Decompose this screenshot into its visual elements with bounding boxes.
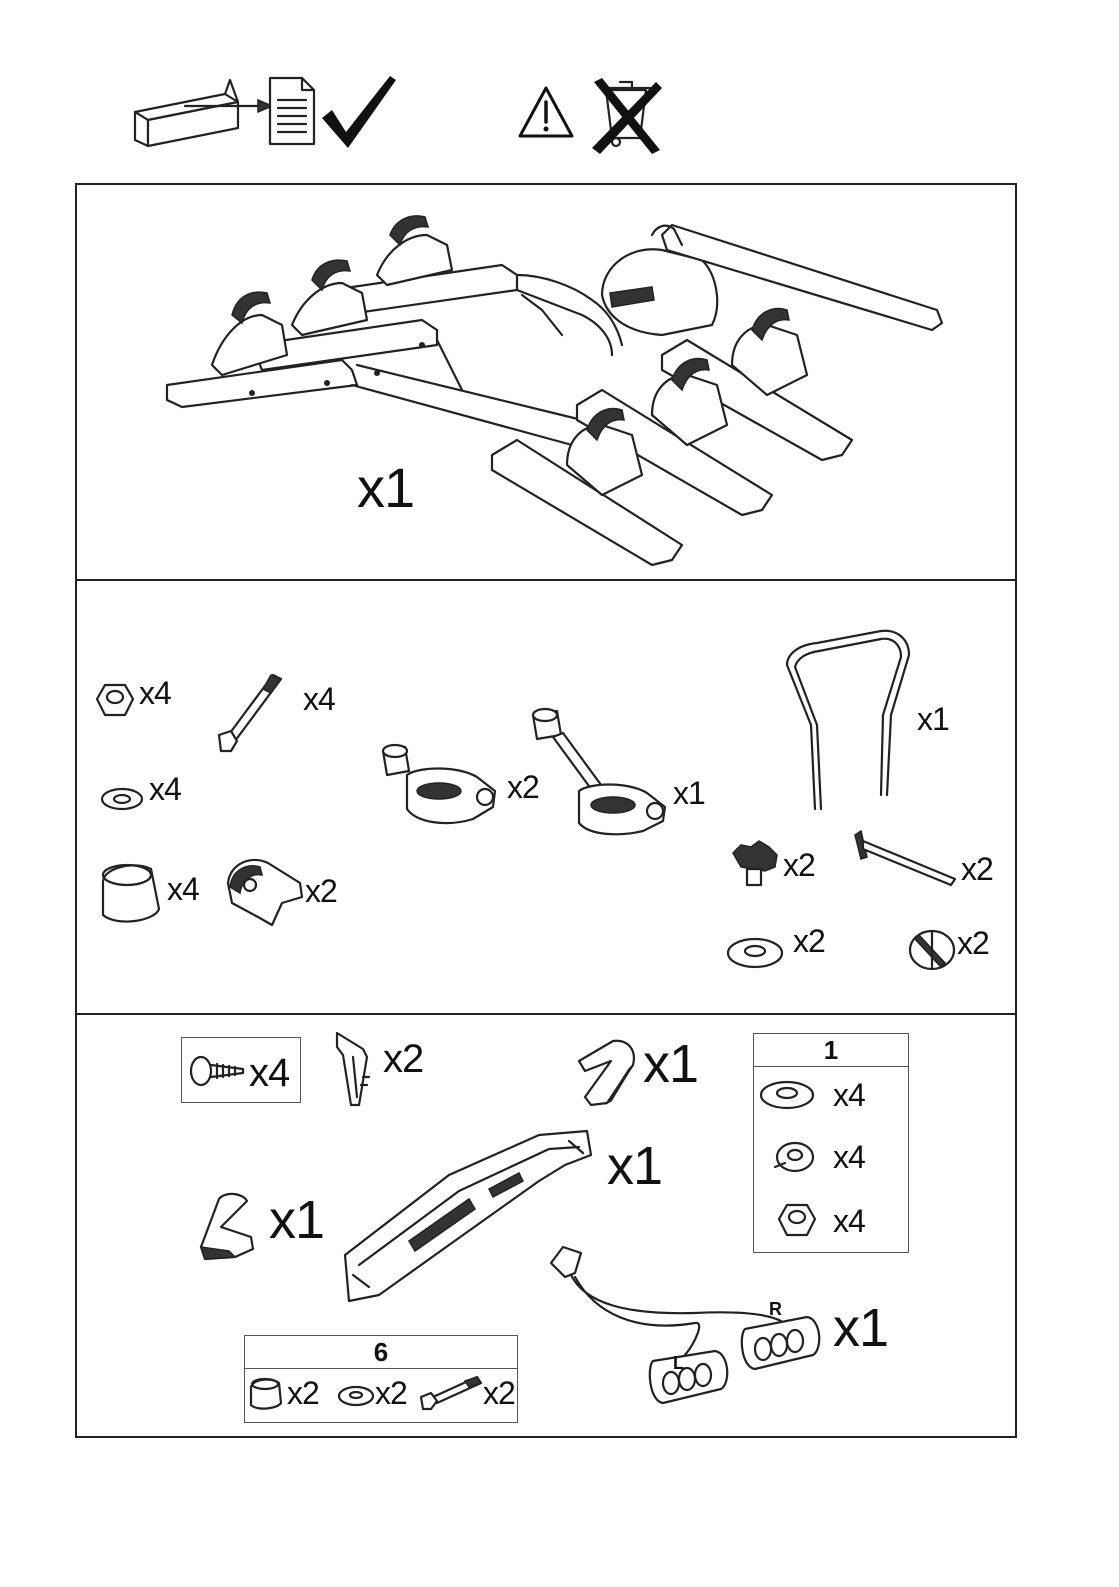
bag6-cap-quantity: x2: [287, 1377, 319, 1409]
clamp-small-quantity: x2: [305, 875, 337, 907]
wheel-clamp-icon: [222, 853, 307, 928]
panel-hardware: x4 x4 x4 x4 x2 x2 x1: [75, 579, 1017, 1015]
panel-main-rack: x1: [75, 183, 1017, 581]
box-to-document-icon: [130, 72, 320, 152]
bag6-washer-icon: [337, 1385, 375, 1407]
bag1-washer-quantity: x4: [833, 1079, 865, 1111]
parts-bag-1-title: 1: [754, 1034, 908, 1067]
screw-icon: [189, 1053, 249, 1089]
bag6-washer-quantity: x2: [375, 1377, 407, 1409]
strap-clip-left-icon: [195, 1191, 259, 1263]
panel-lights: x4 x2 x1 x1 x1 1 x4 x4 x4: [75, 1013, 1017, 1438]
checkmark-icon: [318, 72, 398, 152]
bag1-nut-icon: [777, 1201, 817, 1241]
bag1-nut-quantity: x4: [833, 1205, 865, 1237]
light-right-label: R: [769, 1299, 782, 1320]
mounting-bracket-icon: [333, 1027, 373, 1109]
bag1-spring-washer-quantity: x4: [833, 1141, 865, 1173]
frame-holder-long-arm-icon: [527, 707, 677, 837]
light-bar-quantity: x1: [607, 1139, 662, 1193]
lights-quantity: x1: [833, 1301, 888, 1355]
star-knob-icon: [727, 839, 781, 889]
nut-quantity: x4: [139, 677, 171, 709]
bag1-washer-icon: [759, 1079, 815, 1111]
parts-bag-6-title: 6: [245, 1336, 517, 1369]
bolt-quantity: x4: [303, 683, 335, 715]
bag6-bolt-quantity: x2: [483, 1377, 515, 1409]
washer-quantity: x4: [149, 773, 181, 805]
lock-cap-icon: [907, 927, 957, 973]
bike-rack-illustration: [162, 215, 962, 575]
bag1-spring-washer-icon: [771, 1137, 815, 1177]
lock-cap-quantity: x2: [957, 927, 989, 959]
cap-quantity: x4: [167, 873, 199, 905]
hoop-quantity: x1: [917, 703, 949, 735]
tilt-hoop-icon: [777, 625, 927, 815]
screw-quantity: x4: [249, 1053, 289, 1093]
flat-washer-icon: [725, 935, 785, 971]
clip-right-quantity: x1: [643, 1037, 698, 1091]
long-bolt-icon: [213, 671, 293, 756]
frame-arm-long-quantity: x1: [673, 777, 705, 809]
hex-nut-icon: [95, 681, 135, 721]
flat-washer-quantity: x2: [793, 925, 825, 957]
bag6-bolt-icon: [419, 1371, 485, 1413]
rack-quantity: x1: [357, 460, 414, 516]
light-left-label: L: [673, 1353, 684, 1374]
rear-lights-harness-icon: [545, 1243, 835, 1425]
warning-triangle-icon: [516, 84, 576, 140]
bracket-quantity: x2: [383, 1039, 423, 1079]
tilt-pin-icon: [851, 829, 961, 889]
knob-quantity: x2: [783, 849, 815, 881]
crossed-out-bin-icon: [588, 76, 664, 156]
pin-quantity: x2: [961, 853, 993, 885]
washer-icon: [99, 785, 145, 813]
bag6-cap-icon: [247, 1375, 283, 1411]
frame-holder-arm-icon: [377, 741, 502, 831]
strap-clip-icon: [571, 1037, 641, 1109]
clip-left-quantity: x1: [269, 1193, 324, 1247]
rubber-cap-icon: [95, 857, 165, 927]
